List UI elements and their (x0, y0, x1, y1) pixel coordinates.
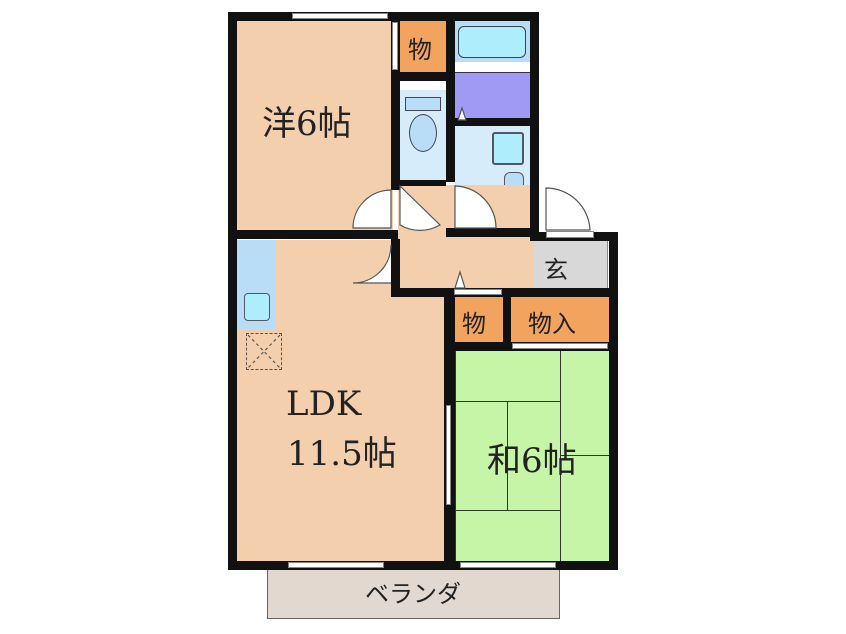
closet-top-label: 物 (408, 36, 432, 64)
toilet-bowl-icon (409, 114, 437, 152)
closet-top (400, 20, 446, 73)
window[interactable] (288, 562, 384, 568)
wall (400, 72, 446, 81)
wall (609, 232, 618, 570)
entrance-step (546, 231, 594, 238)
washbasin-icon (492, 132, 524, 165)
ldk-label-line2: 11.5帖 (287, 434, 397, 474)
wall (391, 288, 618, 297)
hallway-ext (445, 236, 537, 290)
closet-mid-door[interactable] (454, 289, 502, 295)
tatami-mat (455, 350, 561, 402)
wall (391, 239, 400, 297)
sliding-door[interactable] (446, 405, 451, 505)
wall (391, 12, 400, 190)
room-japanese-label: 和6帖 (487, 441, 577, 481)
bathtub-icon (458, 26, 526, 58)
closet-mid (455, 296, 503, 344)
wall (503, 296, 511, 346)
bath-floor (455, 72, 531, 118)
balcony-label: ベランダ (365, 580, 461, 608)
balcony: ベランダ (267, 565, 560, 619)
closet-large-label: 物入 (528, 310, 576, 338)
wall (228, 325, 237, 370)
room-western-label: 洋6帖 (262, 104, 352, 144)
stove-icon (246, 333, 282, 370)
kitchen-sink-icon (244, 293, 270, 321)
toilet-tank (405, 97, 441, 111)
closet-large (511, 296, 609, 344)
wall (228, 12, 237, 570)
wall (446, 12, 455, 182)
entrance (534, 240, 608, 290)
wall (400, 180, 446, 186)
window[interactable] (512, 343, 608, 349)
room-ldk-upper-right (398, 240, 444, 290)
window[interactable] (292, 13, 388, 19)
entrance-label: 玄 (544, 256, 568, 284)
window[interactable] (460, 562, 556, 568)
room-japanese-6jo (455, 350, 610, 562)
wall (446, 228, 538, 237)
tatami-mat (455, 510, 561, 562)
wall (228, 561, 618, 570)
ldk-label-line1: LDK (286, 384, 362, 424)
closet-door[interactable] (392, 22, 398, 70)
wall (530, 12, 539, 238)
wall (228, 230, 398, 239)
wall (455, 118, 531, 126)
closet-mid-label: 物 (462, 310, 486, 338)
